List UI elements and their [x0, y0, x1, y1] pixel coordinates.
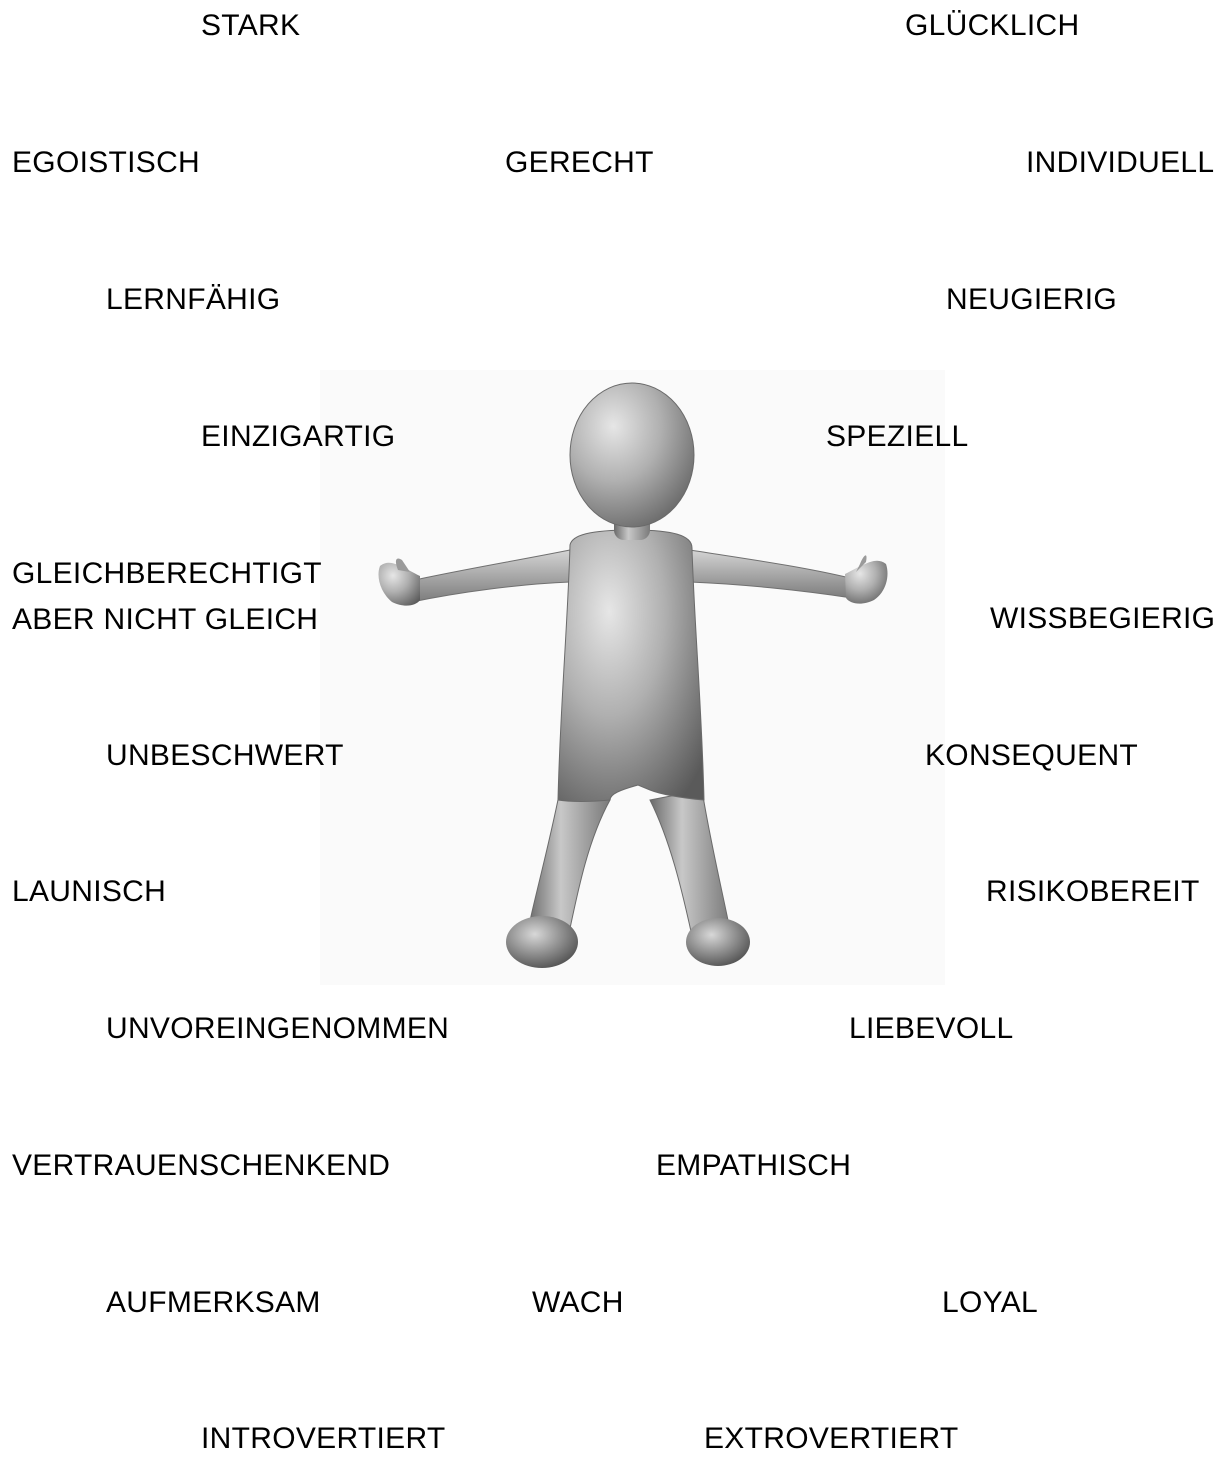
word-introvertiert: INTROVERTIERT — [201, 1422, 446, 1455]
torso — [557, 529, 705, 802]
word-wissbegierig: WISSBEGIERIG — [990, 602, 1216, 635]
left-foot — [506, 916, 578, 968]
word-liebevoll: LIEBEVOLL — [849, 1012, 1014, 1045]
word-konsequent: KONSEQUENT — [925, 739, 1139, 772]
word-individuell: INDIVIDUELL — [1026, 146, 1215, 179]
word-loyal: LOYAL — [942, 1286, 1038, 1319]
word-launisch: LAUNISCH — [12, 875, 167, 908]
word-risikobereit: RISIKOBEREIT — [986, 875, 1200, 908]
word-gleichberechtigt: GLEICHBERECHTIGT ABER NICHT GLEICH — [12, 557, 322, 636]
left-hand — [378, 562, 420, 606]
word-gluecklich: GLÜCKLICH — [905, 9, 1080, 42]
right-hand — [845, 560, 888, 604]
word-egoistisch: EGOISTISCH — [12, 146, 201, 179]
word-empathisch: EMPATHISCH — [656, 1149, 852, 1182]
word-wach: WACH — [532, 1286, 624, 1319]
stick-figure-icon — [320, 370, 945, 985]
word-unbeschwert: UNBESCHWERT — [106, 739, 344, 772]
word-aufmerksam: AUFMERKSAM — [106, 1286, 321, 1319]
word-stark: STARK — [201, 9, 301, 42]
figure-illustration — [320, 370, 945, 985]
word-unvoreingenommen: UNVOREINGENOMMEN — [106, 1012, 450, 1045]
word-einzigartig: EINZIGARTIG — [201, 420, 396, 453]
word-neugierig: NEUGIERIG — [946, 283, 1118, 316]
right-foot — [686, 918, 750, 966]
head — [569, 382, 695, 528]
right-thumb — [856, 555, 867, 572]
left-thumb — [395, 558, 410, 572]
word-lernfaehig: LERNFÄHIG — [106, 283, 281, 316]
word-speziell: SPEZIELL — [826, 420, 969, 453]
word-extrovertiert: EXTROVERTIERT — [704, 1422, 959, 1455]
word-gerecht: GERECHT — [505, 146, 654, 179]
word-vertrauenschenkend: VERTRAUENSCHENKEND — [12, 1149, 391, 1182]
